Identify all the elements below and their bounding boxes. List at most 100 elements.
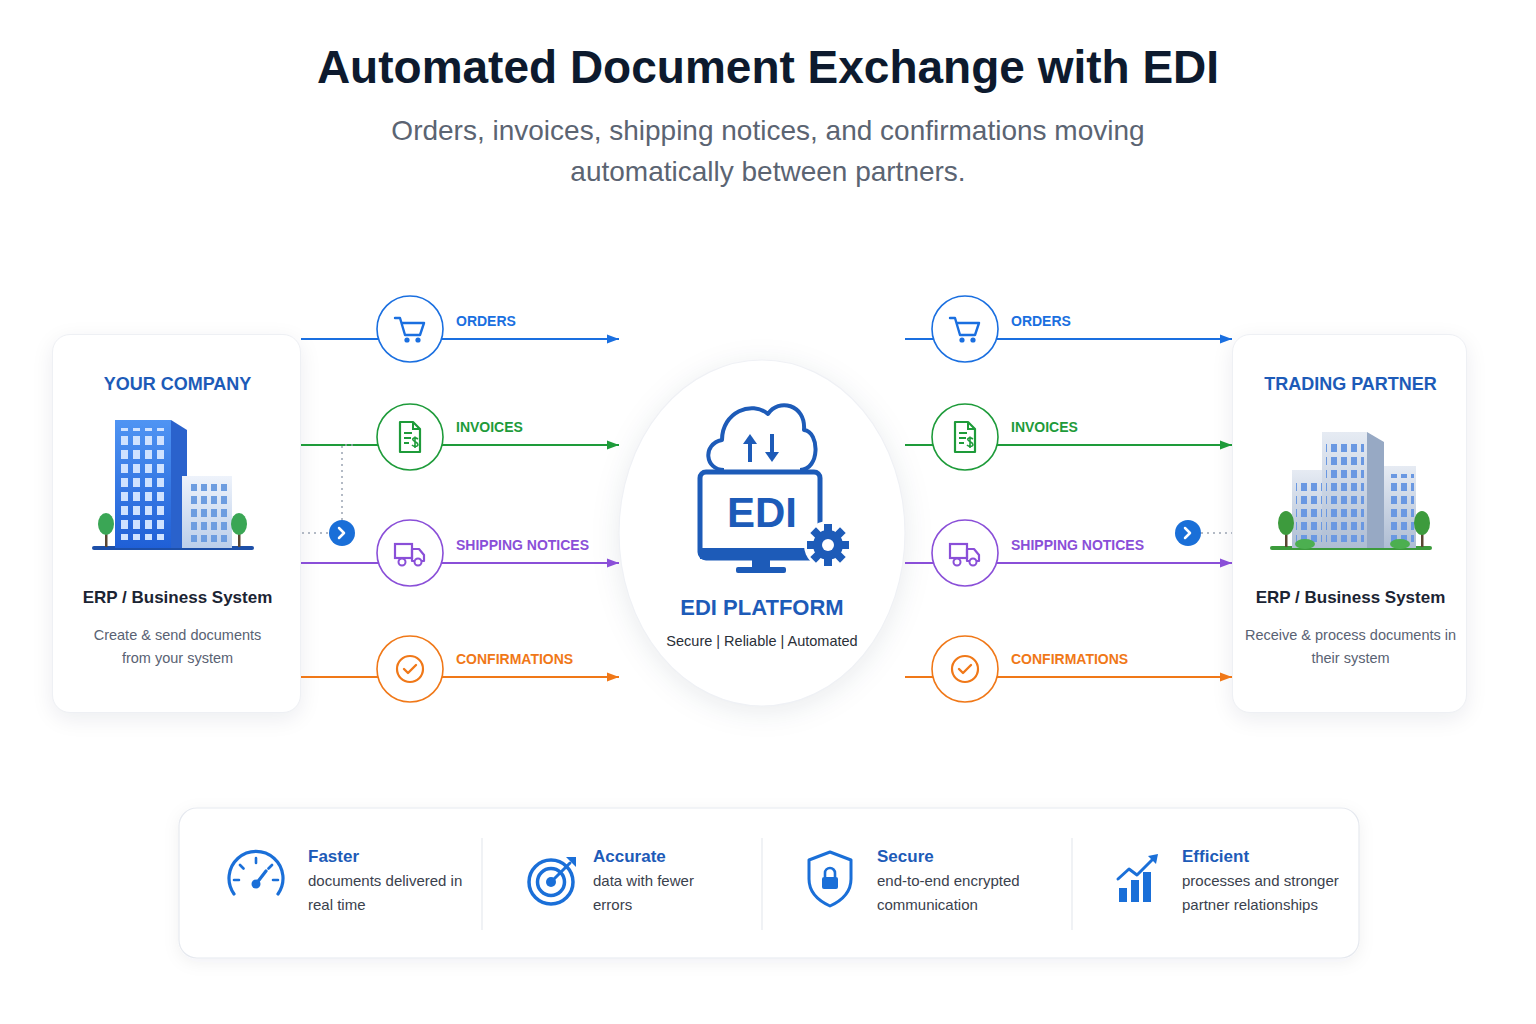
chevron-badge [329, 520, 355, 546]
box-description: Receive & process documents in their sys… [1245, 624, 1457, 670]
orders-icon [932, 296, 998, 362]
shipping-icon [415, 559, 422, 566]
efficiency-icon [1118, 854, 1158, 902]
chevron-badge [329, 520, 355, 546]
flow-arrow [301, 676, 619, 678]
confirmations-icon [959, 665, 971, 673]
partner-building [1285, 530, 1288, 547]
shipping-icon [932, 520, 998, 586]
company-building [238, 530, 241, 547]
security-icon [822, 877, 838, 889]
flow-label: ORDERS [456, 311, 516, 331]
accuracy-icon [538, 869, 565, 896]
invoices-icon [968, 422, 975, 429]
benefit-heading: Accurate [593, 846, 753, 868]
invoices-icon [955, 422, 975, 452]
platform-circle: EDIEDI PLATFORMSecure | Reliable | Autom… [619, 315, 905, 745]
edi-monitor-icon [822, 539, 834, 551]
flow-label: ORDERS [1011, 311, 1071, 331]
box-heading: YOUR COMPANY [63, 373, 293, 395]
edi-monitor-icon [765, 452, 779, 462]
flow-label: CONFIRMATIONS [456, 649, 573, 669]
partner-building [1384, 466, 1416, 548]
security-icon [825, 868, 835, 877]
orders-icon [970, 337, 975, 342]
edi-monitor-icon [748, 442, 752, 462]
shipping-icon [395, 544, 412, 558]
flow-label: SHIPPING NOTICES [456, 535, 589, 555]
edi-monitor-icon [736, 567, 786, 573]
partner-building [1367, 432, 1384, 548]
partner-building [1270, 432, 1432, 550]
monitor-text: EDI [662, 490, 862, 536]
platform-heading: EDI PLATFORM [627, 595, 897, 621]
company-building [188, 484, 228, 542]
edi-monitor-icon [700, 548, 820, 559]
invoices-icon [932, 404, 998, 470]
benefit-text: end-to-end encrypted communication [877, 869, 1052, 917]
benefit-text: data with fewer errors [593, 869, 728, 917]
accuracy-icon [566, 857, 576, 867]
company-box: YOUR COMPANYERP / Business SystemCreate … [52, 334, 301, 713]
shipping-icon [967, 549, 979, 561]
company-building [98, 513, 114, 535]
speed-icon [256, 871, 266, 884]
benefit-heading: Efficient [1182, 846, 1342, 868]
confirmations-icon [932, 636, 998, 702]
edi-monitor-icon [810, 551, 822, 563]
box-heading: TRADING PARTNER [1236, 373, 1466, 395]
subtitle: Orders, invoices, shipping notices, and … [368, 110, 1168, 192]
shipping-icon [954, 559, 961, 566]
edi-monitor-icon [824, 524, 832, 533]
security-icon [809, 852, 851, 906]
invoices-icon [412, 437, 418, 449]
edi-monitor-icon [834, 527, 846, 539]
benefits-panel [482, 838, 1072, 930]
flow-connector-dots [302, 532, 329, 534]
flow-arrow [301, 338, 619, 340]
edi-monitor-icon [804, 521, 852, 569]
edi-monitor-icon [708, 405, 815, 470]
box-description: Create & send documents from your system [83, 624, 273, 670]
company-building [231, 513, 247, 535]
edi-monitor-icon [807, 541, 816, 549]
company-building [92, 420, 254, 550]
edi-monitor-icon [807, 524, 849, 566]
shipping-icon [377, 520, 443, 586]
flow-arrow [905, 338, 1232, 340]
edi-monitor-icon [834, 551, 846, 563]
platform-outline [619, 360, 905, 706]
efficiency-icon [1119, 888, 1127, 902]
efficiency-icon [1131, 880, 1139, 902]
accuracy-icon [551, 863, 570, 882]
edi-monitor-icon [700, 405, 852, 573]
orders-icon [932, 296, 998, 362]
company-building [105, 530, 108, 547]
confirmations-icon [404, 665, 416, 673]
company-building [92, 546, 254, 550]
partner-building [1414, 511, 1430, 535]
flow-label: INVOICES [456, 417, 523, 437]
shipping-icon [412, 549, 424, 561]
edi-monitor-icon [813, 530, 843, 560]
partner-building [1278, 511, 1294, 535]
invoices-icon [967, 437, 973, 449]
shipping-icon [377, 520, 443, 586]
edi-monitor-icon [824, 557, 832, 566]
flow-arrow [905, 562, 1232, 564]
flow-arrow [905, 444, 1232, 446]
shipping-icon [399, 559, 406, 566]
invoices-icon [404, 433, 412, 443]
partner-box: TRADING PARTNERERP / Business SystemRece… [1232, 334, 1467, 713]
accuracy-icon [546, 877, 556, 887]
speed-icon [229, 851, 283, 894]
confirmations-icon [952, 656, 978, 682]
edi-monitor-icon [840, 541, 849, 549]
partner-building [1322, 432, 1367, 548]
confirmations-icon [377, 636, 443, 702]
edi-monitor-icon [743, 434, 757, 444]
invoices-icon [400, 422, 420, 452]
speed-icon [234, 858, 278, 880]
